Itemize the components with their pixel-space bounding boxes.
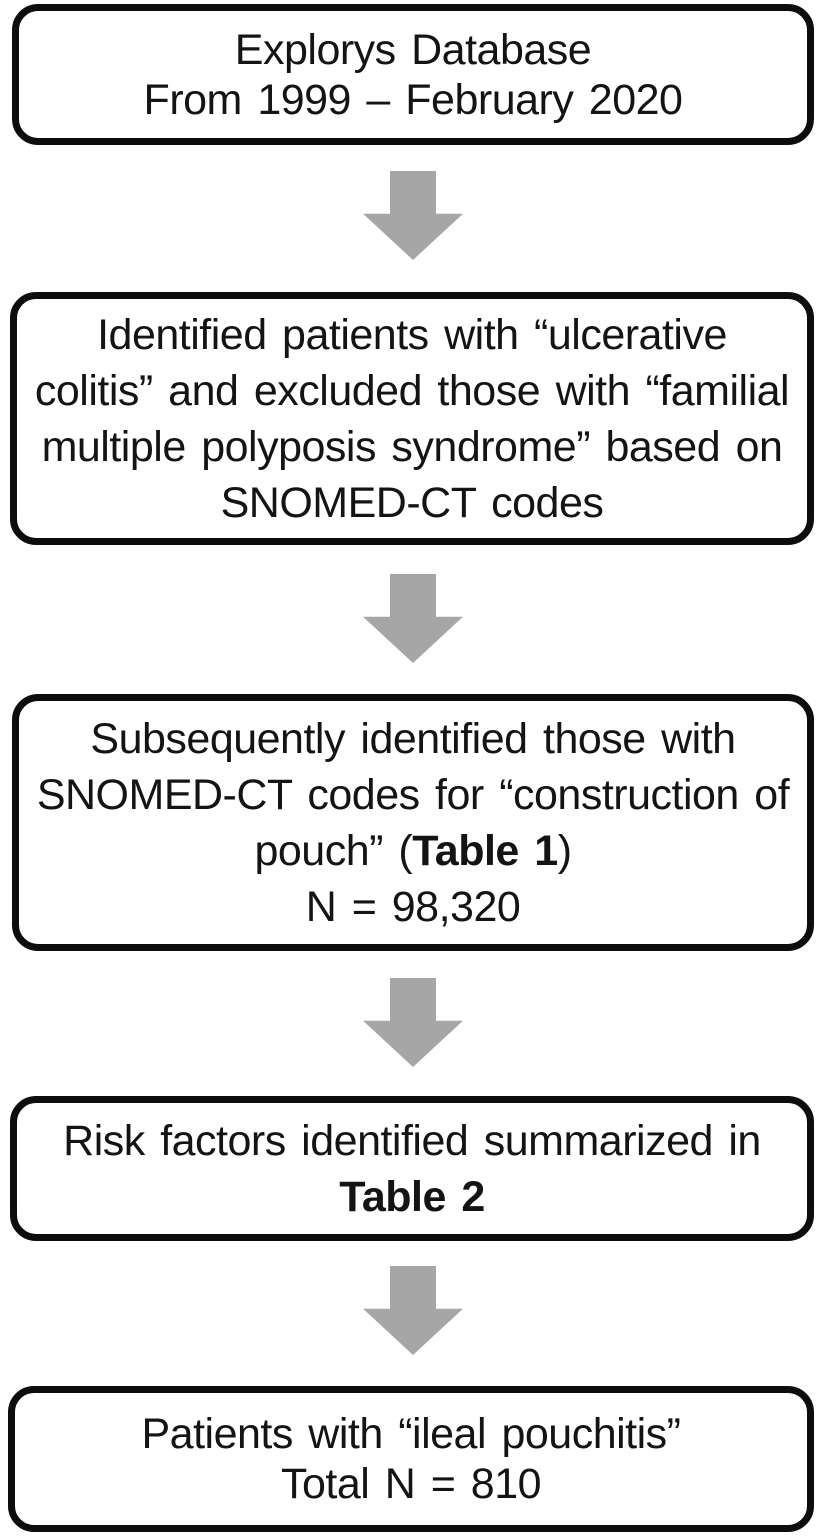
down-arrow-icon: [363, 171, 463, 260]
box-risk-factors: Risk factors identified summarized in Ta…: [10, 1096, 814, 1241]
box-line: Risk factors identified summarized in: [63, 1116, 761, 1165]
total-count-n: Total N = 810: [280, 1460, 542, 1508]
table-1-reference: Table 1: [412, 826, 558, 875]
box-line: multiple polyposis syndrome” based on: [41, 422, 783, 471]
down-arrow-icon: [363, 574, 463, 663]
patient-count-n: N = 98,320: [305, 882, 521, 931]
box-explorys-database: Explorys Database From 1999 – February 2…: [12, 4, 814, 145]
box-line: From 1999 – February 2020: [143, 75, 683, 124]
down-arrow-icon: [363, 978, 463, 1067]
box-line: Patients with “ileal pouchitis”: [141, 1410, 681, 1458]
box-line: Identified patients with “ulcerative: [97, 310, 727, 359]
box-line: Explorys Database: [234, 25, 592, 74]
table-2-reference: Table 2: [339, 1172, 485, 1221]
box-line: Subsequently identified those with: [90, 714, 736, 763]
box-line: colitis” and excluded those with “famili…: [34, 366, 790, 415]
box-line-text: ): [557, 826, 572, 875]
box-pouch-construction: Subsequently identified those with SNOME…: [12, 694, 814, 951]
box-line: SNOMED-CT codes for “construction of: [36, 770, 790, 819]
down-arrow-icon: [363, 1266, 463, 1355]
box-line: SNOMED-CT codes: [220, 478, 604, 527]
box-line: pouch” (Table 1): [254, 823, 572, 879]
box-ileal-pouchitis: Patients with “ileal pouchitis” Total N …: [8, 1386, 814, 1532]
box-identified-patients: Identified patients with “ulcerative col…: [10, 292, 814, 545]
box-line-text: pouch” (: [254, 826, 413, 875]
